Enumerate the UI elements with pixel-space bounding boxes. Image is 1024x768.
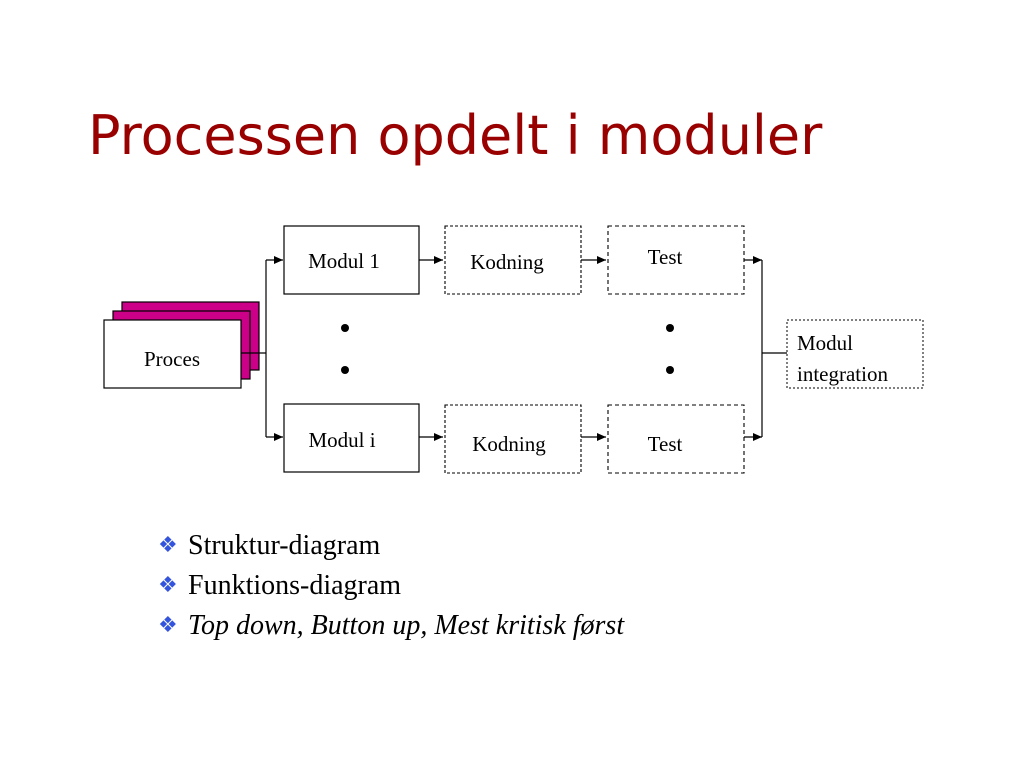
bullet-text: Struktur-diagram xyxy=(188,530,381,561)
bullet-item: ❖ Struktur-diagram xyxy=(158,526,624,566)
kodning-top-box[interactable] xyxy=(444,225,582,295)
modul-i-box[interactable] xyxy=(283,403,420,473)
modul-integration-label-line2: integration xyxy=(797,362,888,386)
ellipsis-dot-right-1 xyxy=(666,324,674,332)
proces-label: Proces xyxy=(144,347,200,371)
modul-integration-label-line1: Modul xyxy=(797,331,853,355)
ellipsis-dot-left-1 xyxy=(341,324,349,332)
ellipsis-dot-right-2 xyxy=(666,366,674,374)
kodning-bottom-box[interactable] xyxy=(444,404,582,474)
slide-title: Processen opdelt i moduler xyxy=(88,104,823,167)
bullet-text: Funktions-diagram xyxy=(188,570,402,601)
modul-1-box[interactable] xyxy=(283,225,420,295)
four-diamond-bullet-icon: ❖ xyxy=(158,573,178,598)
bullet-text: Top down, Button up, Mest kritisk først xyxy=(188,610,625,641)
bullet-item: ❖ Top down, Button up, Mest kritisk først xyxy=(158,606,624,646)
bullet-list: ❖ Struktur-diagram ❖ Funktions-diagram ❖ To… xyxy=(158,526,624,646)
modul-i-label: Modul i xyxy=(308,428,375,452)
test-top-box[interactable] xyxy=(607,225,745,295)
kodning-top-label: Kodning xyxy=(470,250,544,274)
branch-connector xyxy=(241,256,283,441)
ellipsis-dot-left-2 xyxy=(341,366,349,374)
test-bottom-box[interactable] xyxy=(607,404,745,474)
kodning-bottom-label: Kodning xyxy=(472,432,546,456)
proces-stack[interactable]: Proces xyxy=(103,301,260,389)
modul-integration-box[interactable] xyxy=(786,319,924,389)
merge-connector xyxy=(744,256,787,441)
bullet-item: ❖ Funktions-diagram xyxy=(158,566,624,606)
test-bottom-label: Test xyxy=(648,432,683,456)
four-diamond-bullet-icon: ❖ xyxy=(158,533,178,558)
modul-1-label: Modul 1 xyxy=(308,249,380,273)
test-top-label: Test xyxy=(648,245,683,269)
four-diamond-bullet-icon: ❖ xyxy=(158,613,178,638)
